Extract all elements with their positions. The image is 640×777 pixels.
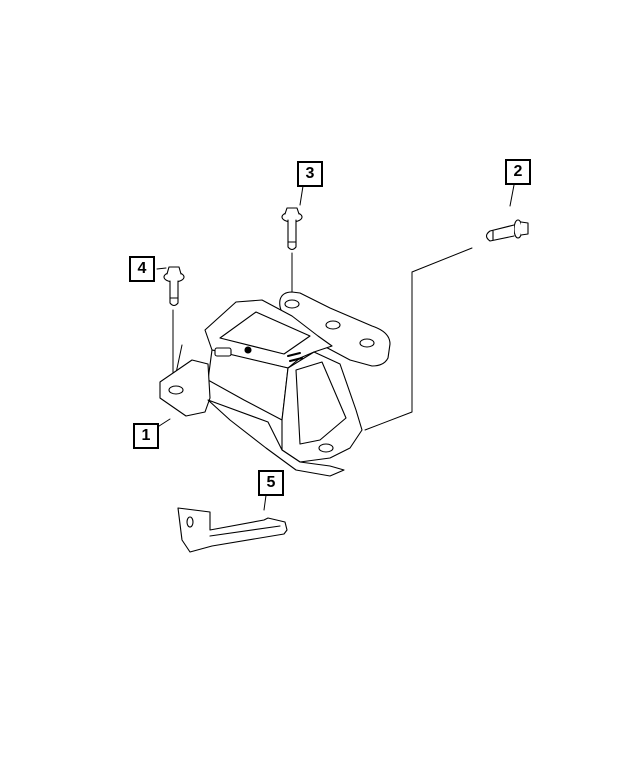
callout-2-label: 2 <box>513 163 523 180</box>
callout-5: 5 <box>258 470 284 496</box>
bolt-4-drawing <box>163 266 185 307</box>
callout-2: 2 <box>505 159 531 185</box>
callout-4: 4 <box>129 256 155 282</box>
callout-4-label: 4 <box>137 260 147 277</box>
bracket-5-drawing <box>177 507 288 553</box>
callout-5-label: 5 <box>266 474 276 491</box>
bolt-2-drawing <box>485 219 529 242</box>
mount-body-drawing <box>159 291 391 477</box>
callout-3-label: 3 <box>305 165 315 182</box>
bolt-3-drawing <box>281 207 303 251</box>
callout-1-label: 1 <box>141 427 151 444</box>
callout-1: 1 <box>133 423 159 449</box>
callout-3: 3 <box>297 161 323 187</box>
